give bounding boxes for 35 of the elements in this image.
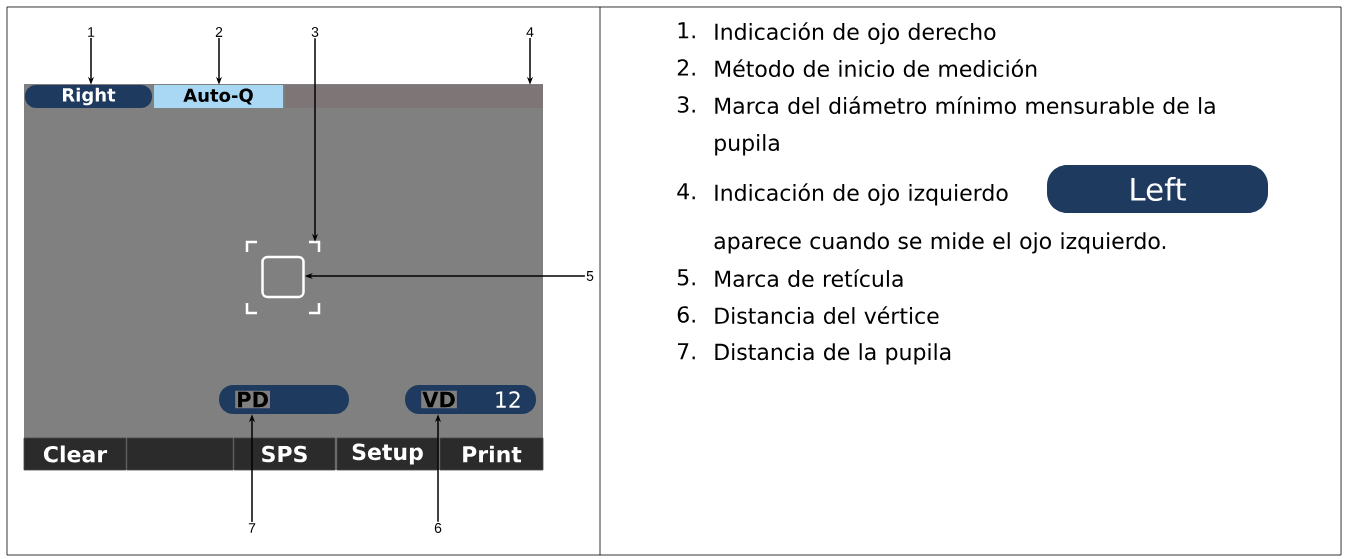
eye-indicator-pill: Left	[1047, 165, 1268, 213]
value-pill: VD 12	[405, 385, 536, 414]
mode-tab: Auto-Q	[154, 85, 283, 108]
soft-key-button: Print	[439, 437, 544, 471]
list-number: 6.	[677, 306, 695, 323]
callout-number: 4	[526, 27, 534, 37]
callout-number: 1	[88, 27, 95, 37]
value-pill: PD	[219, 385, 349, 414]
callout-number: 2	[215, 27, 223, 37]
list-number: 2.	[677, 59, 695, 76]
list-text: Indicación de ojo derecho	[715, 22, 996, 45]
eye-indicator-pill: Right	[25, 85, 152, 108]
soft-key-button	[126, 437, 234, 471]
reticle-mark	[261, 255, 305, 299]
callout-number: 7	[248, 523, 256, 533]
list-text: aparece cuando se mide el ojo izquierdo.	[714, 232, 1166, 254]
status-bar	[285, 85, 543, 108]
soft-key-button: SPS	[233, 437, 336, 471]
list-text: Marca del diámetro mínimo mensurable de la pupila	[715, 96, 1215, 156]
list-number: 1.	[678, 22, 695, 39]
soft-key-button: Setup	[336, 437, 439, 471]
list-number: 4.	[677, 183, 695, 200]
list-number: 3.	[677, 96, 695, 113]
list-text: Indicación de ojo izquierdo	[715, 183, 1008, 206]
callout-number: 5	[586, 271, 594, 281]
callout-number: 6	[434, 523, 442, 533]
callout-number: 3	[311, 27, 319, 37]
list-text: Marca de retícula	[715, 269, 903, 288]
list-text: Método de inicio de medición	[715, 59, 1037, 78]
list-number: 5.	[677, 269, 695, 286]
list-number: 7.	[678, 343, 695, 360]
list-text: Distancia de la pupila	[715, 343, 951, 365]
list-text: Distancia del vértice	[715, 306, 939, 325]
soft-key-button: Clear	[23, 437, 127, 471]
bracket-mark	[245, 240, 321, 315]
